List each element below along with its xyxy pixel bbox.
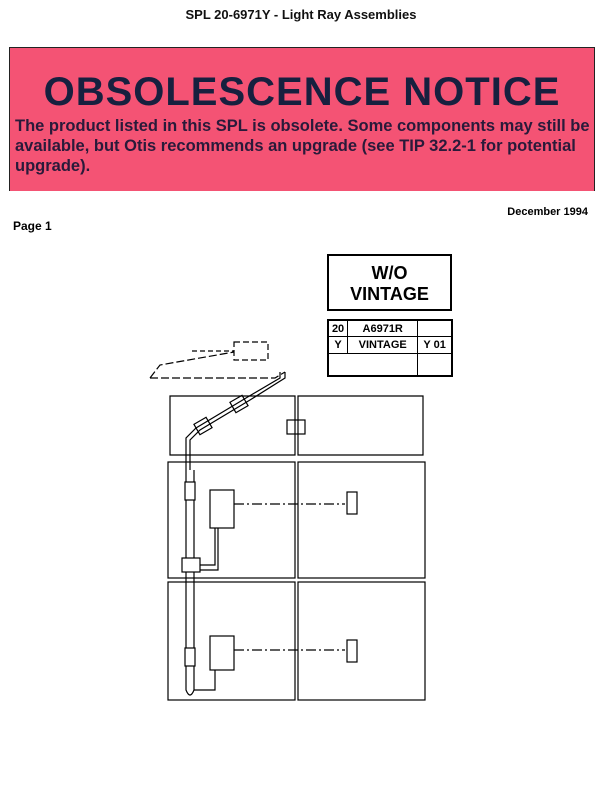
lower-receiver (346, 639, 358, 663)
vintage-line2: VINTAGE (350, 284, 429, 304)
light-ray-assembly-diagram (149, 341, 426, 701)
left-upper-panel (167, 461, 296, 579)
vt-cell: VINTAGE (347, 336, 419, 354)
lower-emitter (209, 635, 235, 671)
right-upper-panel (297, 461, 426, 579)
notice-text: The product listed in this SPL is obsole… (15, 117, 590, 175)
left-lower-panel (167, 581, 296, 701)
vt-cell: 20 (327, 319, 349, 338)
left-header (169, 395, 296, 456)
cable (189, 372, 286, 470)
document-date: December 1994 (507, 206, 588, 218)
junction-box (233, 341, 269, 361)
upper-receiver (346, 491, 358, 515)
cable-tray (149, 351, 286, 379)
document-header: SPL 20-6971Y - Light Ray Assemblies (185, 7, 417, 22)
right-lower-panel (297, 581, 426, 701)
vt-cell: Y 01 (417, 336, 453, 354)
obsolescence-notice: OBSOLESCENCE NOTICE The product listed i… (9, 47, 595, 191)
right-header (297, 395, 424, 456)
notice-title: OBSOLESCENCE NOTICE (43, 70, 561, 114)
vt-cell (417, 352, 453, 377)
vintage-box: W/O VINTAGE (327, 254, 452, 311)
page-number: Page 1 (13, 219, 52, 233)
vintage-line1: W/O (371, 263, 408, 283)
upper-emitter (209, 489, 235, 529)
